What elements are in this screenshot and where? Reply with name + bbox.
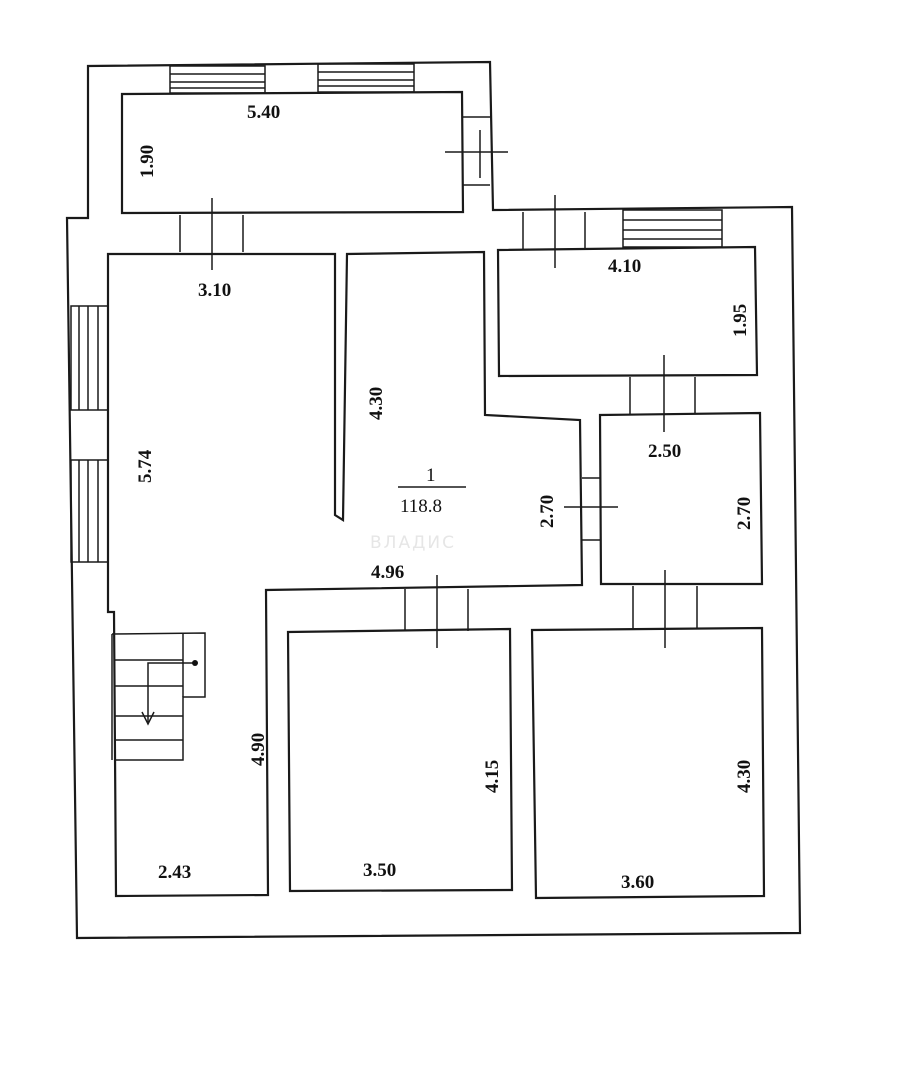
dim-mid-room-width: 3.50: [363, 860, 396, 881]
room-hall: [106, 250, 584, 898]
room-number: 1: [426, 465, 436, 486]
dim-right-top-depth: 1.95: [730, 304, 751, 337]
dim-small-room-width: 2.50: [648, 441, 681, 462]
door-mid-bottom: [404, 575, 469, 648]
window-top-1: [169, 65, 266, 94]
dim-stair-area-length: 4.90: [248, 733, 269, 766]
room-right-top: [496, 245, 759, 378]
dim-hall-left-length: 5.74: [135, 449, 156, 483]
dim-hall-top-width: 3.10: [198, 280, 231, 301]
room-area: 118.8: [400, 496, 442, 517]
door-small-left: [564, 477, 618, 541]
dim-top-room-depth: 1.90: [137, 145, 158, 178]
window-left-2: [70, 459, 109, 563]
room-right-bottom: [530, 626, 766, 900]
door-right-top: [522, 195, 586, 268]
dim-hall-right-depth: 2.70: [537, 495, 558, 528]
dim-top-room-width: 5.40: [247, 102, 280, 123]
door-top-right: [445, 116, 508, 186]
dim-mid-room-depth: 4.15: [482, 760, 503, 793]
window-left-1: [70, 305, 109, 411]
dim-stair-area-width: 2.43: [158, 862, 191, 883]
outer-wall: [65, 60, 802, 940]
window-top-2: [317, 63, 415, 93]
room-small: [598, 411, 764, 586]
dim-right-top-width: 4.10: [608, 256, 641, 277]
room-top: [120, 90, 465, 215]
watermark: ВЛАДИС: [370, 533, 456, 553]
dim-right-bottom-width: 3.60: [621, 872, 654, 893]
dim-hall-bottom-width: 4.96: [371, 562, 404, 583]
staircase: [111, 632, 206, 761]
dim-small-room-depth: 2.70: [734, 497, 755, 530]
door-right-bottom: [632, 570, 698, 648]
dim-right-bottom-depth: 4.30: [734, 760, 755, 793]
door-hall-top: [179, 198, 244, 270]
door-small-top: [629, 355, 696, 432]
room-mid-bottom: [286, 627, 514, 893]
window-right-top: [622, 209, 723, 248]
watermark-text: ВЛАДИС: [370, 533, 456, 553]
dim-corridor-length: 4.30: [366, 387, 387, 420]
